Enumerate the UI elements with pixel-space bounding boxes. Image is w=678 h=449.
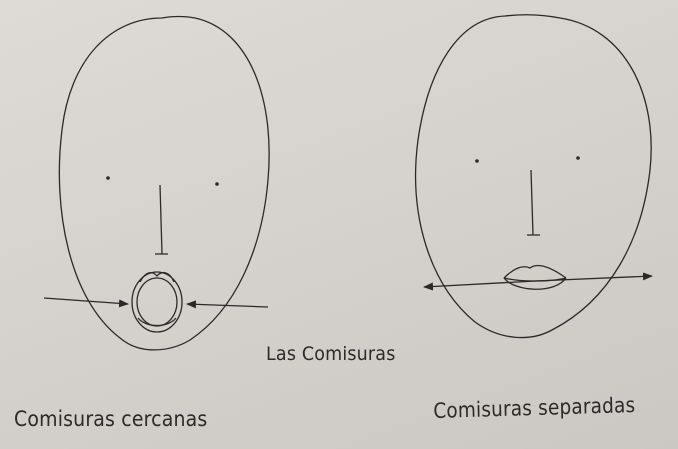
right-face-eye-right [576, 156, 580, 160]
right-face-arrow-out-right [535, 272, 653, 282]
left-face-eye-right [215, 182, 219, 186]
left-face-arrow-in-left [43, 297, 129, 308]
right-face [415, 14, 653, 339]
right-face-eye-left [475, 159, 479, 163]
left-face-open-mouth [131, 271, 183, 333]
left-face-nose [155, 184, 168, 255]
left-face-eye-left [106, 176, 110, 180]
left-face-arrow-in-right [186, 300, 269, 309]
right-face-closed-mouth [503, 264, 567, 290]
left-face-outline [58, 15, 270, 351]
right-face-nose [527, 169, 540, 236]
left-caption: Comisuras cercanas [14, 407, 208, 431]
right-face-arrow-out-left [423, 280, 537, 291]
right-face-outline [415, 14, 652, 339]
center-caption: Las Comisuras [266, 343, 396, 365]
left-face [43, 15, 270, 351]
